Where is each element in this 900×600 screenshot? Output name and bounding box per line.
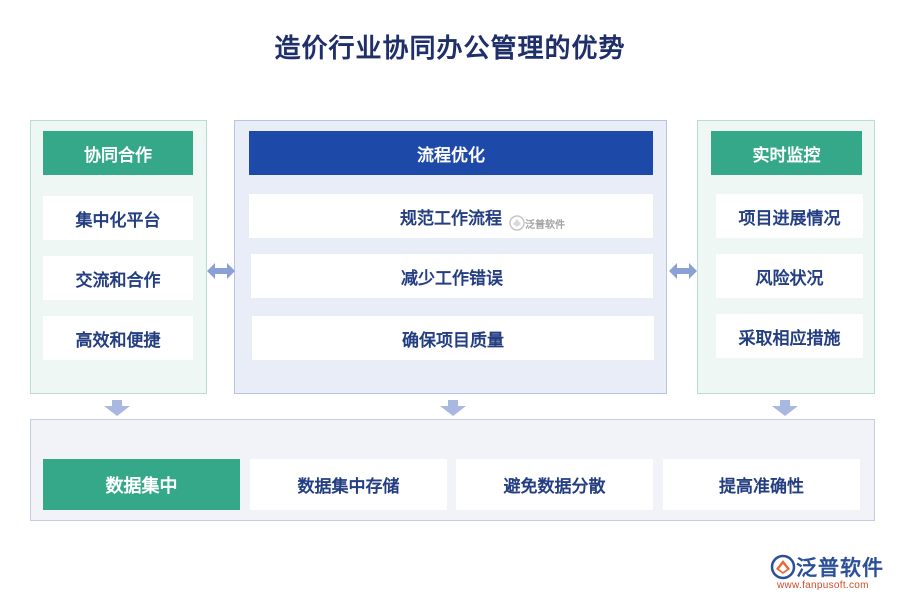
data-item: 避免数据分散 [456,459,653,510]
brand-logo-icon [770,554,796,580]
down-arrow-icon [104,400,130,416]
brand-logo: 泛普软件 [770,552,884,582]
data-centralization-heading: 数据集中 [43,459,240,510]
monitoring-item: 项目进展情况 [716,194,863,238]
process-item: 确保项目质量 [252,316,654,360]
collaboration-item: 集中化平台 [43,196,193,240]
brand-url: www.fanpusoft.com [777,580,869,591]
process-optimization-heading: 流程优化 [249,131,653,175]
down-arrow-icon [440,400,466,416]
data-item: 提高准确性 [663,459,860,510]
page-title: 造价行业协同办公管理的优势 [274,34,626,64]
brand-name: 泛普软件 [796,556,884,580]
process-item: 规范工作流程 [249,194,653,238]
watermark-text: 泛普软件 [525,219,565,231]
monitoring-item: 采取相应措施 [716,314,863,358]
collaboration-item: 交流和合作 [43,256,193,300]
double-arrow-icon [207,263,235,279]
collaboration-heading: 协同合作 [43,131,193,175]
watermark-icon [509,215,525,231]
process-item: 减少工作错误 [251,254,653,298]
monitoring-heading: 实时监控 [711,131,862,175]
down-arrow-icon [772,400,798,416]
data-item: 数据集中存储 [250,459,447,510]
watermark-logo: 泛普软件 [509,215,565,231]
monitoring-item: 风险状况 [716,254,863,298]
double-arrow-icon [669,263,697,279]
collaboration-item: 高效和便捷 [43,316,193,360]
